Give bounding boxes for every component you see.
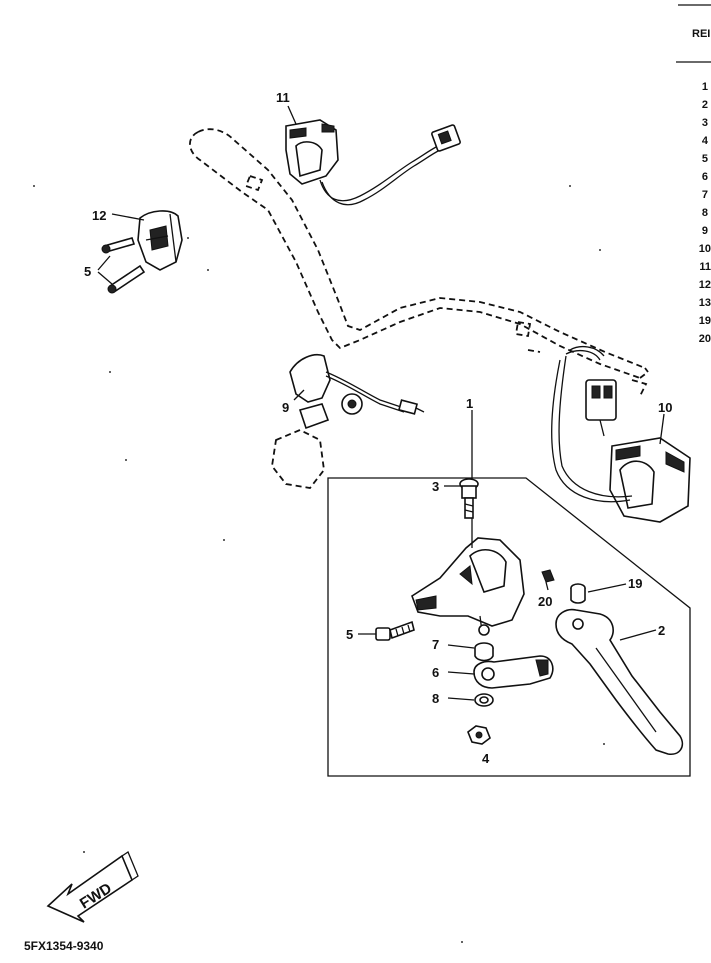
leader-5-top-b <box>97 271 113 285</box>
ref-item: 19 <box>699 315 711 327</box>
ref-item: 4 <box>702 135 709 147</box>
callout-7: 7 <box>432 637 439 652</box>
detail-frame <box>327 477 691 777</box>
part-10-switch <box>550 345 691 523</box>
leader-2 <box>619 629 657 641</box>
callout-12: 12 <box>92 208 106 223</box>
part-9-holder <box>271 354 425 489</box>
ref-item: 3 <box>702 117 708 129</box>
callout-3: 3 <box>432 479 439 494</box>
ref-item: 2 <box>702 99 708 111</box>
part-20-pin <box>541 569 555 591</box>
part-12-switch <box>101 210 183 294</box>
print-specks <box>33 185 605 943</box>
ref-item: 20 <box>699 333 711 345</box>
ref-item: 10 <box>699 243 711 255</box>
ref-item: 5 <box>702 153 708 165</box>
part-1-lever-holder <box>411 537 525 636</box>
ref-item: 8 <box>702 207 708 219</box>
callout-8: 8 <box>432 691 439 706</box>
ref-item: 12 <box>699 279 711 291</box>
callout-11: 11 <box>276 90 290 105</box>
callout-10: 10 <box>658 400 672 415</box>
part-3-bolt <box>459 478 479 519</box>
callout-4: 4 <box>482 751 490 766</box>
leader-6 <box>447 671 475 675</box>
ref-item: 11 <box>699 261 711 273</box>
part-8-washer <box>474 693 494 707</box>
callout-19: 19 <box>628 576 642 591</box>
ref-item: 13 <box>699 297 711 309</box>
leader-9 <box>293 389 305 401</box>
ref-item: 6 <box>702 171 708 183</box>
callout-1: 1 <box>466 396 473 411</box>
diagram-code: 5FX1354-9340 <box>24 939 104 953</box>
fwd-arrow-icon: FWD <box>46 851 139 923</box>
leader-19 <box>587 583 627 593</box>
handlebar-outline <box>189 128 650 397</box>
part-11-switch <box>285 119 461 206</box>
part-5-bolt <box>375 620 415 641</box>
leader-8 <box>447 697 475 701</box>
leader-12 <box>111 213 145 221</box>
leader-11 <box>287 105 297 125</box>
ref-item: 9 <box>702 225 708 237</box>
callout-5-top: 5 <box>84 264 91 279</box>
part-4-nut <box>467 725 491 745</box>
part-7-collar <box>474 642 494 662</box>
leader-5-top-a <box>97 255 111 271</box>
leader-7 <box>447 644 475 649</box>
ref-item: 1 <box>702 81 708 93</box>
callout-9: 9 <box>282 400 289 415</box>
part-2-lever <box>555 608 684 756</box>
leader-10 <box>659 413 665 445</box>
callout-6: 6 <box>432 665 439 680</box>
callout-2: 2 <box>658 623 665 638</box>
part-6-plate <box>473 655 554 689</box>
part-19-collar <box>570 583 586 604</box>
header-ref-label: REI <box>692 28 710 40</box>
callout-20: 20 <box>538 594 552 609</box>
ref-item: 7 <box>702 189 708 201</box>
callout-5-mid: 5 <box>346 627 353 642</box>
ref-number-list: 1 2 3 4 5 6 7 8 9 10 11 12 13 19 20 <box>699 81 711 345</box>
